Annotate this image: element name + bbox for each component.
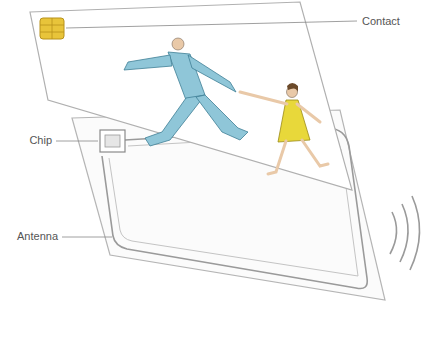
woman-hair (287, 83, 298, 92)
chip-module (100, 130, 125, 152)
chip-die (105, 135, 120, 147)
man-torso (168, 52, 205, 100)
leader-line (56, 141, 98, 142)
man-head (172, 38, 184, 50)
leader-line (66, 21, 357, 28)
woman-dress (278, 100, 310, 142)
leader-line (62, 237, 112, 238)
part-label: Chip (29, 134, 52, 147)
part-label: Antenna (17, 230, 58, 243)
radio-wave (410, 196, 420, 270)
man-arm (188, 55, 236, 92)
contact-pad (40, 18, 64, 39)
card-face (30, 2, 352, 190)
man-arm (124, 55, 172, 70)
contact-pad-lines (40, 18, 64, 39)
radio-wave (400, 204, 408, 262)
woman-arms (240, 92, 320, 122)
part-label: Contact (362, 15, 400, 28)
man-leg (196, 95, 248, 140)
radio-wave (390, 212, 397, 254)
man-leg (145, 95, 205, 146)
woman-legs (268, 140, 328, 174)
